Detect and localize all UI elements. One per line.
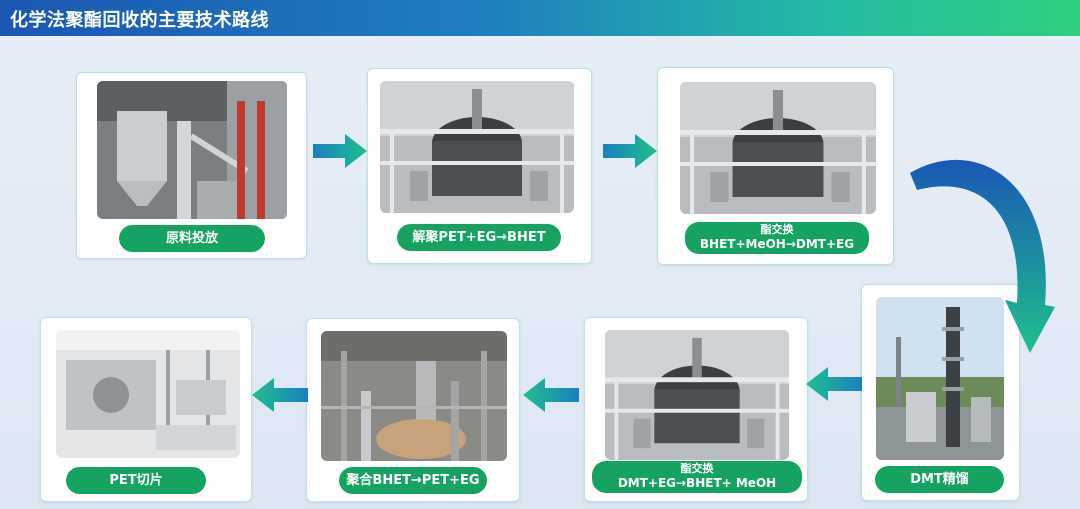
step-card-pet-chips: PET切片 — [40, 317, 252, 502]
step-label: PET切片 — [66, 467, 206, 494]
photo-reactor — [380, 81, 574, 213]
photo-polymerizer — [321, 331, 507, 461]
arrow-right-icon — [603, 134, 657, 168]
arrow-left-icon — [252, 378, 308, 412]
step-label: 酯交换 BHET+MeOH→DMT+EG — [685, 222, 869, 254]
step-label: 解聚PET+EG→BHET — [397, 224, 561, 251]
step-label-sub: 酯交换 — [680, 462, 714, 475]
photo-silo — [97, 81, 287, 219]
arrow-left-icon — [806, 367, 862, 401]
step-card-polymerization: 聚合BHET→PET+EG — [306, 318, 520, 502]
step-card-transesterification-1: 酯交换 BHET+MeOH→DMT+EG — [657, 67, 894, 265]
step-card-raw-material: 原料投放 — [76, 72, 307, 259]
step-card-transesterification-2: 酯交换 DMT+EG→BHET+ MeOH — [584, 317, 808, 502]
step-card-depolymerization: 解聚PET+EG→BHET — [367, 68, 592, 264]
page-title: 化学法聚酯回收的主要技术路线 — [10, 10, 269, 31]
step-label: DMT精馏 — [875, 466, 1004, 493]
step-label-main: BHET+MeOH→DMT+EG — [699, 237, 855, 251]
step-label-sub: 酯交换 — [760, 223, 794, 236]
photo-column — [876, 297, 1004, 460]
step-label: 聚合BHET→PET+EG — [339, 467, 487, 494]
step-label-main: DMT+EG→BHET+ MeOH — [617, 476, 777, 490]
arrow-right-icon — [313, 134, 367, 168]
header-bar: 化学法聚酯回收的主要技术路线 — [0, 0, 1080, 36]
photo-reactor — [605, 330, 789, 460]
step-label: 酯交换 DMT+EG→BHET+ MeOH — [592, 461, 802, 493]
arrow-left-icon — [523, 378, 579, 412]
step-label: 原料投放 — [119, 225, 265, 252]
curved-arrow-icon — [910, 159, 1055, 353]
step-card-dmt-distillation: DMT精馏 — [861, 284, 1020, 501]
photo-reactor — [680, 82, 876, 214]
photo-pelletizer — [56, 330, 240, 458]
